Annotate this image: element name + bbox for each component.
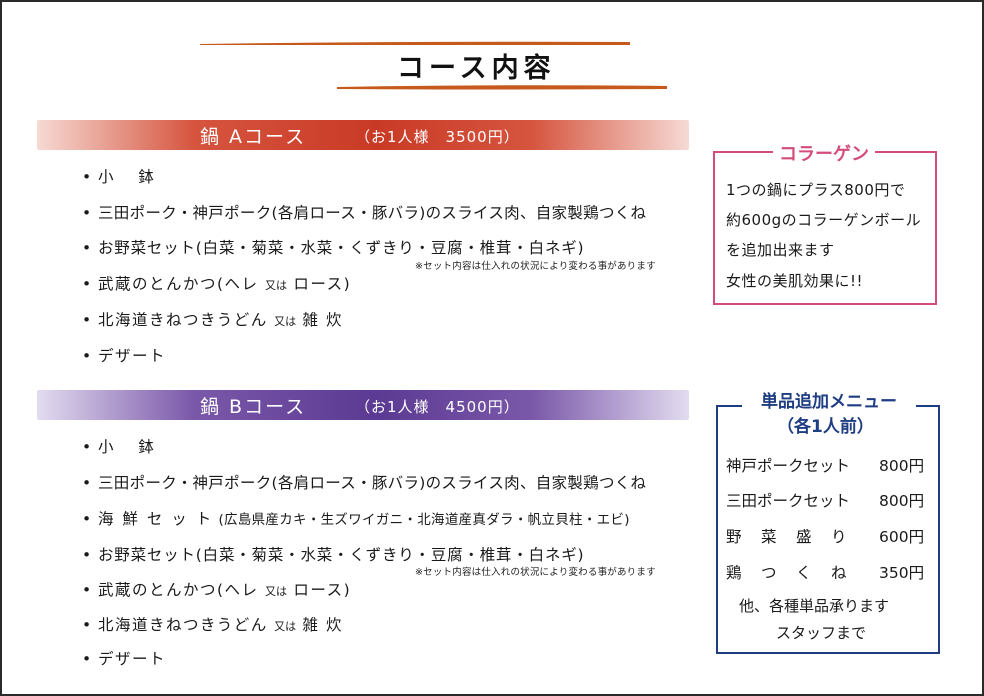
- item-detail: (広島県産カキ・生ズワイガニ・北海道産真ダラ・帆立貝柱・エビ): [218, 512, 630, 528]
- course-a-item-tonkatsu: • 武蔵のとんかつ(ヘレ 又は ロース): [82, 272, 351, 294]
- extra-item-price: 800円: [879, 492, 925, 510]
- bullet: •: [82, 616, 93, 634]
- extra-item-price: 800円: [879, 457, 925, 475]
- collagen-line: 1つの鍋にプラス800円で: [726, 181, 906, 199]
- course-b-item-vegetables: • お野菜セット(白菜・菊菜・水菜・くずきり・豆腐・椎茸・白ネギ): [82, 543, 584, 565]
- or-word: 又は: [264, 585, 287, 598]
- bullet: •: [82, 311, 93, 329]
- item-text: 小 鉢: [98, 438, 156, 456]
- extra-item-price: 350円: [879, 564, 925, 582]
- bullet: •: [82, 347, 93, 365]
- course-b-item-kobachi: • 小 鉢: [82, 435, 155, 457]
- item-text: 雑 炊: [296, 616, 343, 634]
- collagen-line: 女性の美肌効果に!!: [726, 272, 864, 290]
- item-text: デザート: [98, 650, 167, 668]
- course-b-banner: 鍋 Bコース （お1人様 4500円）: [37, 390, 689, 420]
- course-b-item-udon: • 北海道きねつきうどん 又は 雑 炊: [82, 613, 343, 635]
- item-text: お野菜セット(白菜・菊菜・水菜・くずきり・豆腐・椎茸・白ネギ): [98, 239, 585, 257]
- item-text: お野菜セット(白菜・菊菜・水菜・くずきり・豆腐・椎茸・白ネギ): [98, 546, 585, 564]
- brush-stroke-top: [200, 41, 630, 45]
- course-a-item-udon: • 北海道きねつきうどん 又は 雑 炊: [82, 308, 343, 330]
- bullet: •: [82, 510, 92, 528]
- collagen-line: 約600gのコラーゲンボール: [726, 211, 922, 229]
- extra-item-name: 野 菜 盛 り: [726, 528, 849, 546]
- bullet: •: [82, 275, 93, 293]
- extra-item-name: 三田ポークセット: [726, 492, 851, 510]
- or-word: 又は: [274, 315, 297, 328]
- extra-menu-footer: スタッフまで: [776, 624, 867, 642]
- item-text: デザート: [98, 347, 167, 365]
- item-text: 武蔵のとんかつ(ヘレ: [98, 581, 265, 599]
- course-a-banner: 鍋 Aコース （お1人様 3500円）: [37, 120, 689, 150]
- brush-stroke-bottom: [337, 85, 667, 90]
- page-title: コース内容: [397, 53, 556, 84]
- extra-menu-subtitle: （各1人前）: [777, 417, 874, 437]
- bullet: •: [82, 239, 92, 257]
- item-text: ロース): [286, 275, 352, 293]
- item-text: 武蔵のとんかつ(ヘレ: [98, 275, 265, 293]
- item-text: 三田ポーク・神戸ポーク(各肩ロース・豚バラ)のスライス肉、自家製鶏つくね: [98, 474, 647, 492]
- bullet: •: [82, 438, 93, 456]
- course-a-item-vegetables: • お野菜セット(白菜・菊菜・水菜・くずきり・豆腐・椎茸・白ネギ): [82, 236, 584, 258]
- extra-menu-title: 単品追加メニュー: [742, 387, 916, 412]
- course-a-vegetables-note: ※セット内容は仕入れの状況により変わる事があります: [415, 261, 656, 272]
- bullet: •: [82, 474, 92, 492]
- item-text: ロース): [286, 581, 352, 599]
- course-a-item-kobachi: • 小 鉢: [82, 165, 155, 187]
- course-b-item-tonkatsu: • 武蔵のとんかつ(ヘレ 又は ロース): [82, 578, 351, 600]
- item-text: 海 鮮 セ ッ ト: [98, 510, 214, 528]
- course-a-item-dessert: • デザート: [82, 344, 166, 366]
- item-text: 雑 炊: [296, 311, 343, 329]
- bullet: •: [82, 168, 93, 186]
- or-word: 又は: [274, 620, 297, 633]
- bullet: •: [82, 204, 92, 222]
- item-text: 北海道きねつきうどん: [98, 311, 275, 329]
- collagen-line: を追加出来ます: [726, 241, 835, 259]
- extra-item-name: 鶏 つ く ね: [726, 564, 849, 582]
- course-b-price: （お1人様 4500円）: [355, 398, 520, 416]
- item-text: 三田ポーク・神戸ポーク(各肩ロース・豚バラ)のスライス肉、自家製鶏つくね: [98, 204, 647, 222]
- item-text: 北海道きねつきうどん: [98, 616, 275, 634]
- or-word: 又は: [264, 279, 287, 292]
- collagen-title: コラーゲン: [773, 140, 875, 166]
- extra-menu-box: [716, 405, 940, 654]
- course-a-price: （お1人様 3500円）: [355, 128, 520, 146]
- item-text: 小 鉢: [98, 168, 156, 186]
- bullet: •: [82, 581, 93, 599]
- extra-item-price: 600円: [879, 528, 925, 546]
- course-b-name: 鍋 Bコース: [200, 396, 307, 418]
- course-b-item-seafood: • 海 鮮 セ ッ ト (広島県産カキ・生ズワイガニ・北海道産真ダラ・帆立貝柱・エ…: [82, 507, 630, 529]
- bullet: •: [82, 546, 92, 564]
- bullet: •: [82, 650, 93, 668]
- extra-menu-footer: 他、各種単品承ります: [739, 597, 890, 615]
- course-b-vegetables-note: ※セット内容は仕入れの状況により変わる事があります: [415, 567, 656, 578]
- course-b-item-meat: • 三田ポーク・神戸ポーク(各肩ロース・豚バラ)のスライス肉、自家製鶏つくね: [82, 471, 646, 493]
- extra-item-name: 神戸ポークセット: [726, 457, 851, 475]
- course-b-item-dessert: • デザート: [82, 647, 166, 669]
- course-a-item-meat: • 三田ポーク・神戸ポーク(各肩ロース・豚バラ)のスライス肉、自家製鶏つくね: [82, 201, 646, 223]
- course-a-name: 鍋 Aコース: [200, 126, 307, 148]
